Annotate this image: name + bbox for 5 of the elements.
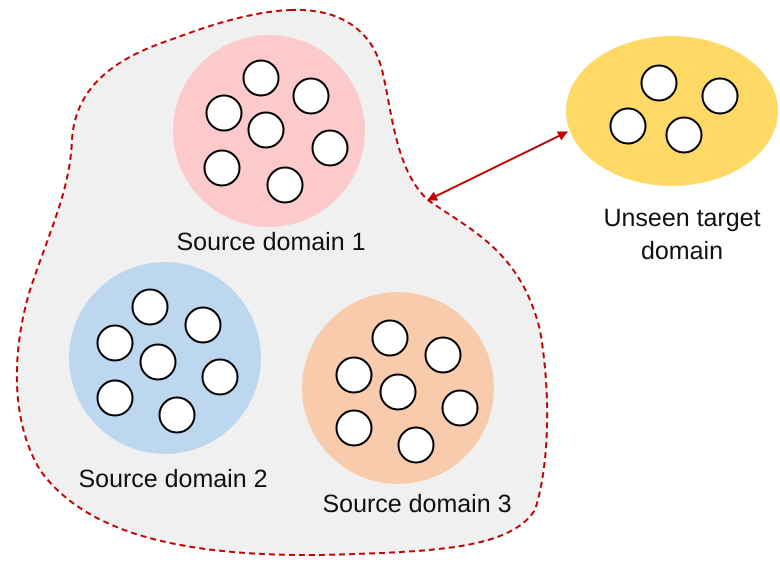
double-arrow: [427, 131, 568, 201]
domain-label: Source domain 1: [175, 227, 366, 258]
domain-label: Source domain 2: [77, 464, 268, 495]
domain-label: Source domain 3: [321, 489, 512, 520]
domain-label: Unseen target domain: [602, 203, 762, 266]
